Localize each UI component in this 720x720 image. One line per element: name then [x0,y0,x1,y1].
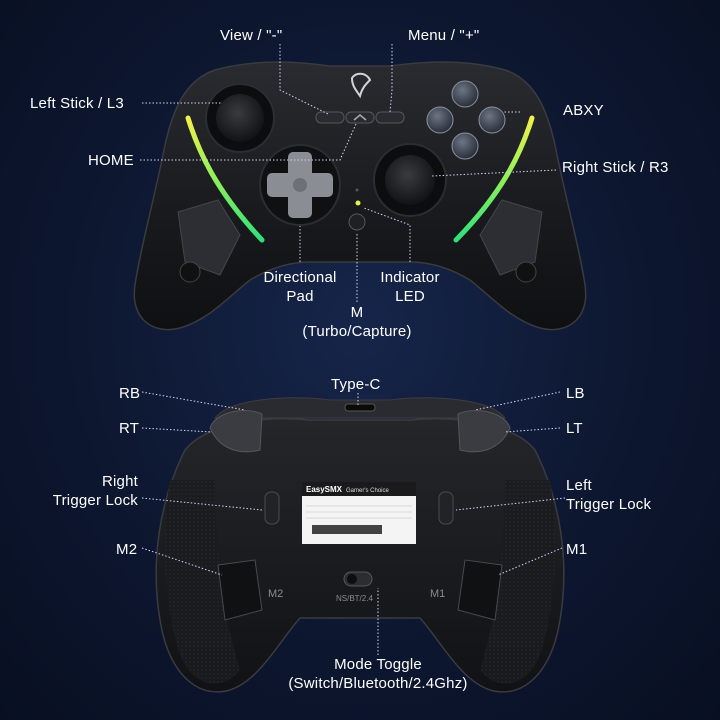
left-grip-panel [177,199,241,276]
back-controller [155,397,565,693]
label-mode-toggle-line2: (Switch/Bluetooth/2.4Ghz) [288,675,468,692]
label-rb: RB [119,385,141,402]
rt-trigger[interactable] [209,410,263,453]
label-abxy: ABXY [563,102,604,119]
right-stick[interactable] [385,155,435,205]
label-mode-toggle: Mode Toggle (Switch/Bluetooth/2.4Ghz) [240,655,516,693]
right-trigger-lock-switch[interactable] [264,491,280,525]
sticker-tagline: Gamer's Choice [346,488,389,494]
view-button[interactable] [315,111,345,124]
m2-paddle[interactable] [217,559,263,621]
left-stick[interactable] [216,94,264,142]
lt-trigger[interactable] [457,410,511,453]
label-right-stick: Right Stick / R3 [562,159,669,176]
label-type-c: Type-C [331,376,381,393]
label-right-trigger-lock-line2: Trigger Lock [52,492,138,509]
left-trigger-lock-switch[interactable] [438,491,454,525]
label-m1: M1 [566,541,588,558]
label-directional-pad: Directional Pad [250,268,350,306]
label-menu: Menu / "+" [408,27,480,44]
label-directional-pad-line2: Pad [286,288,314,305]
label-rt: RT [119,420,140,437]
back-m1-print: M1 [430,588,445,600]
right-grip-panel [479,199,543,276]
product-sticker [302,482,416,544]
label-view: View / "-" [220,27,283,44]
label-indicator-line1: Indicator [380,269,440,286]
front-controller [133,61,587,331]
label-directional-pad-line1: Directional [263,269,337,286]
label-m-line2: (Turbo/Capture) [302,323,412,340]
m-button[interactable] [348,213,366,231]
indicator-led [355,200,361,206]
m1-paddle[interactable] [457,559,503,621]
label-left-trigger-lock-line2: Trigger Lock [566,496,652,513]
label-m-line1: M [350,304,364,321]
label-lt: LT [566,420,583,437]
type-c-port [344,403,376,412]
back-m2-print: M2 [268,588,283,600]
sticker-brand: EasySMX [306,485,343,494]
right-grip-screw-icon [515,261,537,283]
label-left-trigger-lock: Left Trigger Lock [566,476,696,514]
left-led-strip [185,115,265,243]
left-grip-screw-icon [179,261,201,283]
directional-pad[interactable] [267,152,333,218]
abxy-buttons[interactable] [426,80,506,160]
right-led-strip [453,115,535,243]
label-left-trigger-lock-line1: Left [566,477,592,494]
label-lb: LB [566,385,585,402]
label-right-trigger-lock: Right Trigger Lock [20,472,138,510]
easysmx-logo-icon [350,72,372,99]
pointer-lines [140,44,566,655]
label-m2: M2 [116,541,138,558]
label-m-button: M (Turbo/Capture) [287,303,427,341]
label-home: HOME [88,152,134,169]
menu-button[interactable] [375,111,405,124]
label-right-trigger-lock-line1: Right [101,473,138,490]
label-left-stick: Left Stick / L3 [30,95,124,112]
switch-print: NS/BT/2.4 [336,594,373,603]
label-indicator-line2: LED [395,288,425,305]
home-button[interactable] [345,111,375,124]
label-indicator-led: Indicator LED [360,268,460,306]
label-mode-toggle-line1: Mode Toggle [334,656,422,673]
